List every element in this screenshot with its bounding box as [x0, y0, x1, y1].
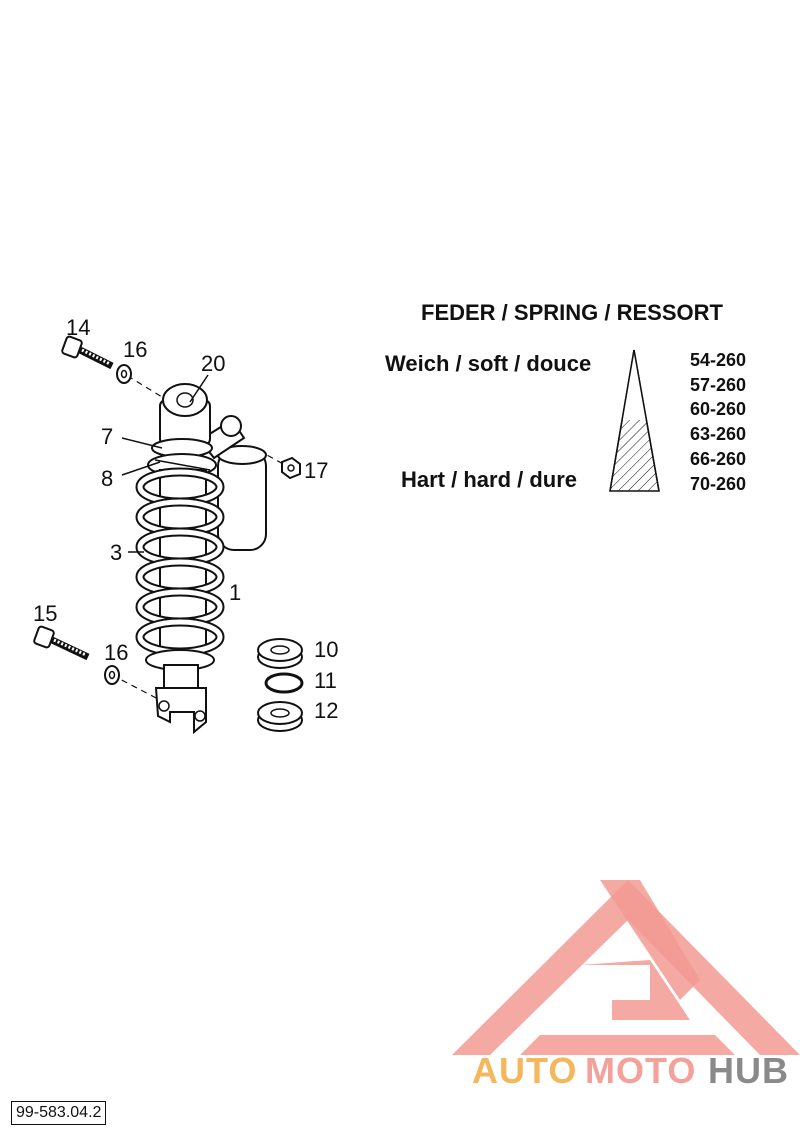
callout-10: 10	[314, 637, 338, 662]
bolt-15	[33, 625, 90, 661]
callout-7: 7	[101, 424, 113, 449]
watermark-auto: AUTO	[472, 1050, 577, 1091]
spring-code: 54-260	[690, 350, 746, 370]
spring-3	[135, 467, 225, 657]
callout-8: 8	[101, 466, 113, 491]
spring-soft-label: Weich / soft / douce	[385, 351, 591, 376]
nut-17	[281, 456, 301, 480]
bolt-14	[61, 335, 114, 370]
callout-11: 11	[314, 668, 337, 693]
callout-16-top: 16	[123, 337, 147, 362]
o-ring-11	[264, 672, 304, 694]
spring-table: FEDER / SPRING / RESSORT Weich / soft / …	[385, 300, 746, 494]
spring-code: 57-260	[690, 375, 746, 395]
callout-17: 17	[304, 458, 328, 483]
watermark-logo	[452, 880, 800, 1055]
callout-12: 12	[314, 698, 338, 723]
watermark-moto: MOTO	[585, 1050, 696, 1091]
leader-8	[121, 461, 161, 476]
lower-mount	[145, 649, 215, 735]
upper-mount	[159, 383, 211, 446]
callout-16-bottom: 16	[104, 640, 128, 665]
spring-code: 66-260	[690, 449, 746, 469]
leader-20	[189, 374, 209, 403]
ring-12	[257, 701, 303, 732]
callout-20: 20	[201, 351, 225, 376]
spring-hard-label: Hart / hard / dure	[401, 467, 577, 492]
spring-table-title: FEDER / SPRING / RESSORT	[421, 300, 723, 325]
spring-code: 63-260	[690, 424, 746, 444]
watermark-hub: HUB	[708, 1050, 789, 1091]
callout-1: 1	[229, 580, 241, 605]
ring-10	[257, 638, 303, 669]
callout-3: 3	[110, 540, 122, 565]
watermark-text: AUTO MOTO HUB	[472, 1050, 789, 1091]
washer-16-top	[116, 364, 132, 384]
document-reference: 99-583.04.2	[11, 1101, 107, 1125]
washer-16-bottom	[104, 665, 120, 685]
assembly-line-bottom	[111, 674, 161, 701]
spring-code: 60-260	[690, 399, 746, 419]
callout-14: 14	[66, 315, 90, 340]
spring-code: 70-260	[690, 474, 746, 494]
leader-7	[121, 437, 163, 449]
callout-15: 15	[33, 601, 57, 626]
